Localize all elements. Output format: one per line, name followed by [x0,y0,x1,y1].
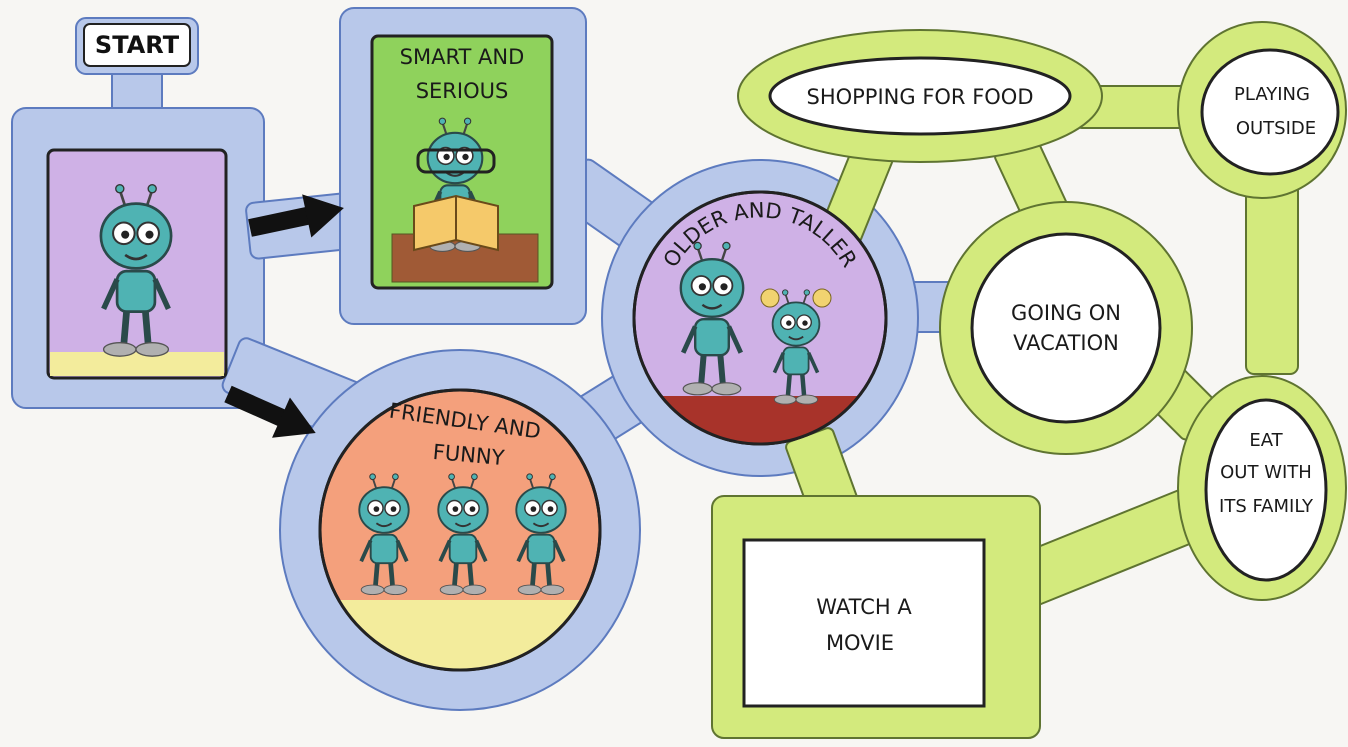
hair-bun-right [812,288,832,308]
start-tab [83,23,191,67]
arrow-to-smart [248,194,344,238]
glasses-shape [416,148,496,174]
hair-bun-left [760,288,780,308]
vacation-line2: VACATION [1013,331,1119,355]
playing-line1: PLAYING [1234,84,1310,105]
smart-serious-panel: SMART AND SERIOUS [370,34,554,290]
eat-line1: EAT [1249,430,1283,451]
smart-line1: SMART AND [400,45,525,69]
eat-node: EAT OUT WITH ITS FAMILY [1204,398,1328,582]
smart-line2: SERIOUS [416,79,509,103]
arrow-to-friendly [224,385,316,438]
movie-line2: MOVIE [826,631,894,655]
movie-node: WATCH A MOVIE [742,538,986,708]
start-label: START [95,31,180,59]
movie-line1: WATCH A [816,595,912,619]
shopping-label: SHOPPING FOR FOOD [806,85,1033,109]
vacation-node: GOING ON VACATION [970,232,1162,424]
start-robot-panel [46,148,228,380]
eat-line2: OUT WITH [1220,462,1312,483]
playing-line2: OUTSIDE [1236,118,1316,139]
eat-line3: ITS FAMILY [1219,496,1314,517]
vacation-line1: GOING ON [1011,301,1121,325]
shopping-node: SHOPPING FOR FOOD [768,56,1072,136]
playing-node: PLAYING OUTSIDE [1200,48,1340,176]
